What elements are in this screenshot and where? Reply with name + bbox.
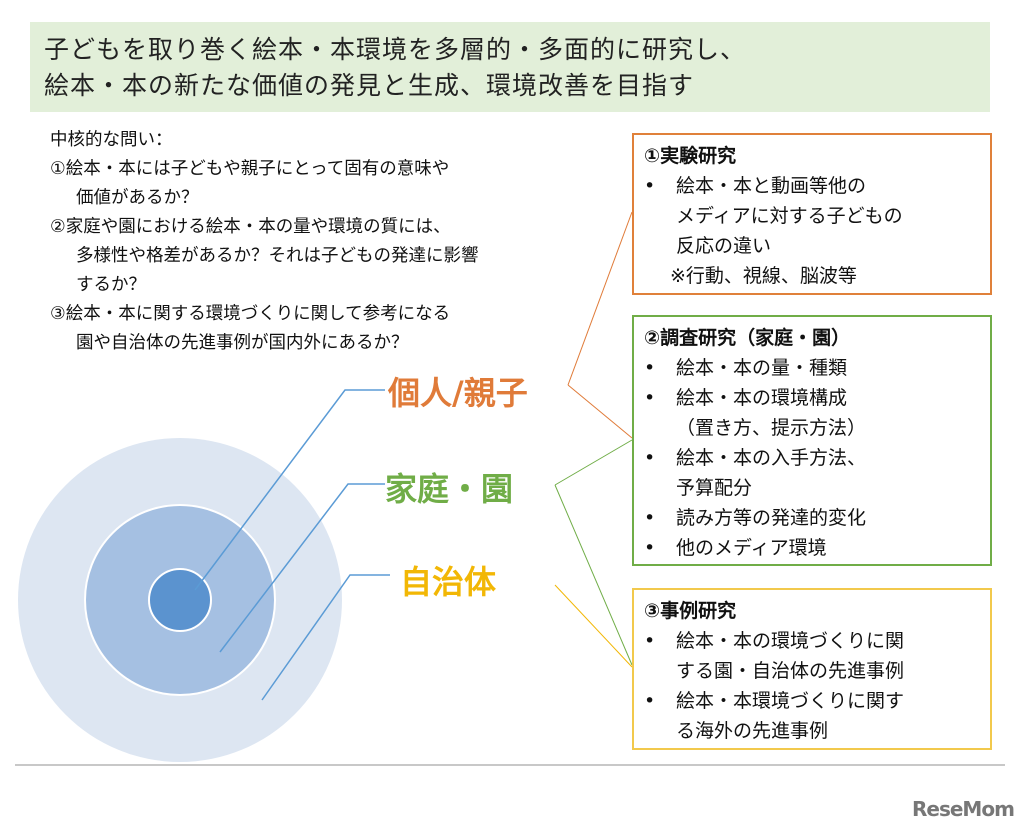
list-item-cont: 反応の違い — [676, 235, 772, 257]
bullet: • — [644, 387, 656, 409]
title-banner: 子どもを取り巻く絵本・本環境を多層的・多面的に研究し、 絵本・本の新たな価値の発… — [30, 22, 990, 112]
list-item-cont: （置き方、提示方法） — [676, 417, 867, 439]
box-experiment: ①実験研究 • 絵本・本と動画等他の メディアに対する子どもの 反応の違い ※行動… — [632, 133, 992, 295]
box-case-study: ③事例研究 • 絵本・本の環境づくりに関 する園・自治体の先進事例 • 絵本・本環境… — [632, 588, 992, 750]
question-line: するか？ — [76, 275, 146, 295]
bullet: • — [644, 447, 656, 469]
list-item: 読み方等の発達的変化 — [676, 507, 867, 529]
question-line: 園や自治体の先進事例が国内外にあるか？ — [76, 333, 409, 353]
connector-yellow — [554, 584, 633, 668]
connector-orange — [567, 384, 633, 439]
bullet: • — [644, 690, 656, 712]
question-line: 価値があるか？ — [76, 188, 199, 208]
box-title: ③事例研究 — [644, 600, 737, 622]
leader-line-individual — [194, 389, 385, 591]
questions-heading: 中核的な問い： — [50, 130, 173, 150]
list-item: 絵本・本の量・種類 — [676, 357, 848, 379]
label-individual: 個人/親子 — [388, 374, 528, 412]
question-line: ①絵本・本には子どもや親子にとって固有の意味や — [50, 159, 450, 179]
label-home: 家庭・園 — [385, 470, 514, 508]
list-item: 絵本・本の入手方法、 — [676, 447, 867, 469]
list-item: 絵本・本環境づくりに関す — [676, 690, 905, 712]
leader-line-home — [219, 483, 385, 653]
bullet: • — [644, 507, 656, 529]
title-line-2: 絵本・本の新たな価値の発見と生成、環境改善を目指す — [44, 71, 695, 100]
list-item: 絵本・本と動画等他の — [676, 175, 867, 197]
bullet: • — [644, 630, 656, 652]
leader-line-municipality — [261, 574, 390, 701]
inner-circle-individual — [148, 568, 212, 632]
bullet: • — [644, 175, 656, 197]
bullet: • — [644, 357, 656, 379]
connector-green — [554, 484, 633, 666]
box-survey: ②調査研究（家庭・園） • 絵本・本の量・種類 • 絵本・本の環境構成 （置き方、提… — [632, 315, 992, 566]
label-municipality: 自治体 — [400, 563, 497, 601]
title-line-1: 子どもを取り巻く絵本・本環境を多層的・多面的に研究し、 — [44, 35, 747, 64]
box-title: ①実験研究 — [644, 145, 737, 167]
list-item-cont: る海外の先進事例 — [676, 720, 829, 742]
connector-orange — [567, 211, 633, 386]
core-questions: 中核的な問い： ①絵本・本には子どもや親子にとって固有の意味や 価値があるか？ … — [50, 126, 479, 358]
list-item-cont: 予算配分 — [676, 477, 753, 499]
bullet: • — [644, 537, 656, 559]
question-line: ③絵本・本に関する環境づくりに関して参考になる — [50, 304, 451, 324]
question-line: 多様性や格差があるか？それは子どもの発達に影響 — [76, 246, 479, 266]
list-item: 他のメディア環境 — [676, 537, 827, 559]
box-title: ②調査研究（家庭・園） — [644, 327, 851, 349]
list-item-cont: する園・自治体の先進事例 — [676, 660, 905, 682]
question-line: ②家庭や園における絵本・本の量や環境の質には、 — [50, 217, 451, 237]
list-item-cont: メディアに対する子どもの — [676, 205, 903, 227]
connector-green — [554, 439, 633, 486]
list-item: 絵本・本の環境づくりに関 — [676, 630, 905, 652]
resemom-logo: ReseMom — [912, 797, 1015, 821]
list-item: 絵本・本の環境構成 — [676, 387, 848, 409]
note: ※行動、視線、脳波等 — [670, 265, 857, 287]
